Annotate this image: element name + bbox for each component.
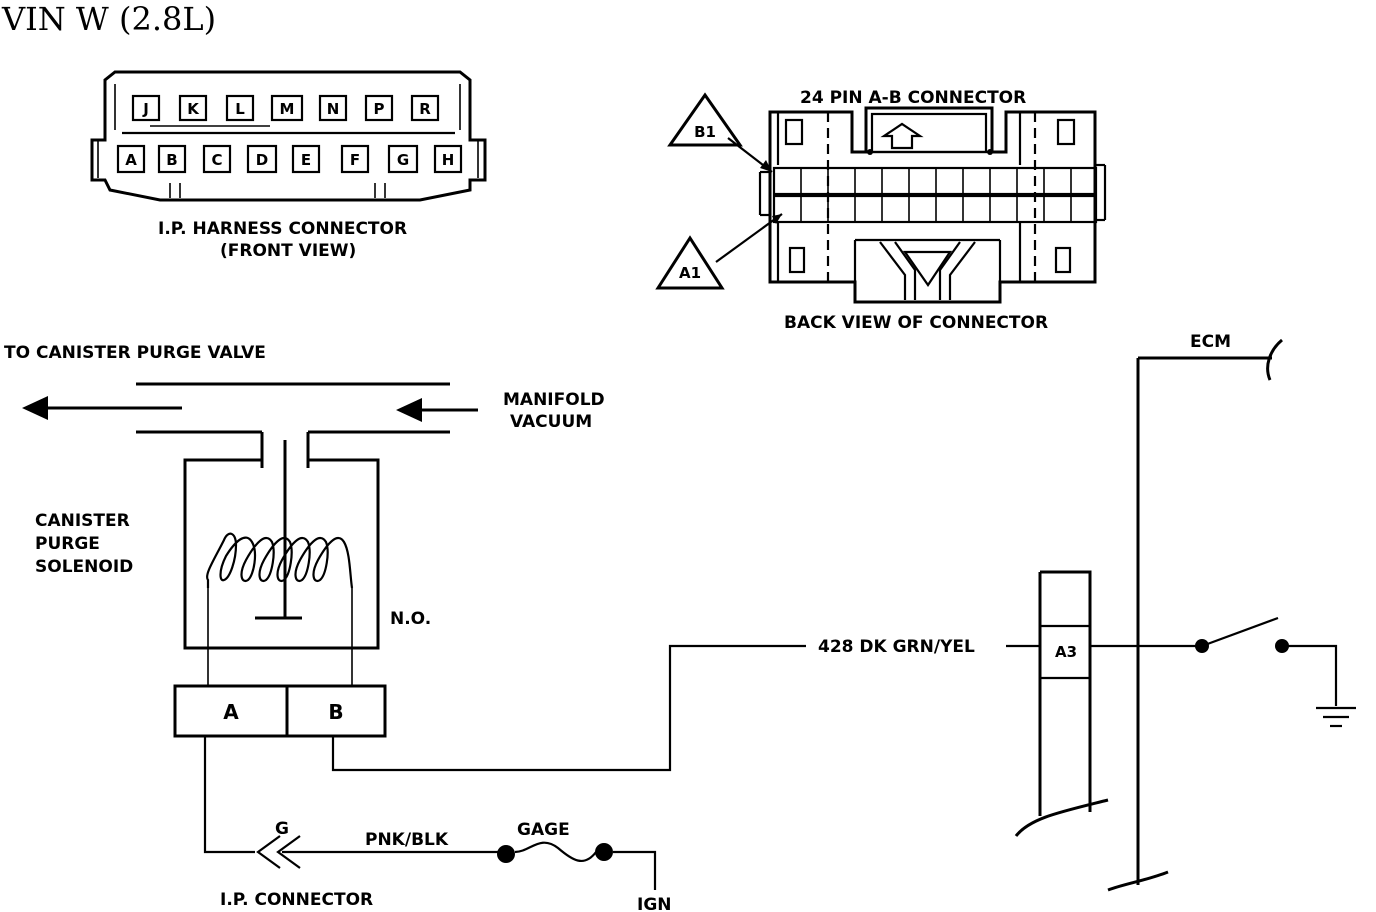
gage-label: GAGE <box>517 820 570 840</box>
marker-b1: B1 <box>667 92 773 173</box>
svg-text:P: P <box>374 100 385 118</box>
ecm-connector: A3 <box>1014 570 1109 837</box>
manifold-label: MANIFOLD <box>503 390 605 410</box>
svg-text:H: H <box>442 151 455 169</box>
diagram-title: VIN W (2.8L) <box>1 0 216 38</box>
ip-pin-m: M <box>270 94 304 122</box>
ecm-terminal-a3: A3 <box>1055 643 1077 661</box>
ip-pin-l: L <box>225 94 255 122</box>
svg-text:B1: B1 <box>694 123 716 141</box>
ab-connector: 24 PIN A-B CONNECTOR <box>655 88 1107 333</box>
svg-text:R: R <box>419 100 431 118</box>
svg-text:B: B <box>166 151 177 169</box>
ign-label: IGN <box>637 895 672 912</box>
ip-pin-n: N <box>318 94 348 122</box>
svg-text:K: K <box>187 100 200 118</box>
gage-fuse: GAGE IGN <box>497 820 672 912</box>
normally-open-label: N.O. <box>390 609 431 629</box>
wire-pnk-blk: G PNK/BLK I.P. CONNECTOR <box>203 736 500 910</box>
ip-pin-b: B <box>157 144 187 174</box>
svg-text:A1: A1 <box>679 264 701 282</box>
ip-harness-connector: J K L M N P R A B C D E F G H I.P. HARNE… <box>90 70 487 261</box>
vacuum-label: VACUUM <box>510 412 592 432</box>
pnk-blk-label: PNK/BLK <box>365 830 449 850</box>
ip-pin-d: D <box>246 144 278 174</box>
svg-text:D: D <box>256 151 268 169</box>
svg-text:A: A <box>223 700 239 724</box>
fuse-icon <box>514 841 597 863</box>
solenoid-label-3: SOLENOID <box>35 557 133 577</box>
svg-text:A: A <box>125 151 137 169</box>
ip-pin-f: F <box>340 144 370 174</box>
ip-connector-label: I.P. CONNECTOR <box>220 890 373 910</box>
solenoid-label-2: PURGE <box>35 534 100 554</box>
solenoid-label-1: CANISTER <box>35 511 130 531</box>
vacuum-flow: TO CANISTER PURGE VALVE MANIFOLD VACUUM <box>4 343 605 434</box>
svg-text:G: G <box>397 151 409 169</box>
ecm-label: ECM <box>1190 332 1231 352</box>
ip-pin-c: C <box>202 144 232 174</box>
ip-pin-j: J <box>131 94 161 122</box>
ip-pin-k: K <box>178 94 208 122</box>
svg-text:F: F <box>350 151 360 169</box>
svg-text:L: L <box>235 100 245 118</box>
canister-purge-solenoid: CANISTER PURGE SOLENOID N.O. A B <box>35 432 431 738</box>
outflow-arrow-icon <box>22 396 48 420</box>
ip-terminal-label: G <box>275 819 289 839</box>
ip-pin-h: H <box>433 144 463 174</box>
ground-icon <box>1316 706 1356 728</box>
marker-a1: A1 <box>655 213 783 290</box>
solenoid-terminal-a: A <box>173 684 289 738</box>
ip-pin-e: E <box>291 144 321 174</box>
svg-text:J: J <box>142 100 149 118</box>
ip-harness-caption: I.P. HARNESS CONNECTOR <box>158 219 407 239</box>
ecm-switch <box>1201 616 1279 648</box>
ip-pin-a: A <box>116 144 146 174</box>
solenoid-terminal-b: B <box>285 684 387 738</box>
svg-text:B: B <box>328 700 343 724</box>
inflow-arrow-icon <box>396 398 422 422</box>
ab-pin-row-b <box>772 166 1098 196</box>
svg-text:M: M <box>280 100 295 118</box>
ecm-module: ECM <box>1090 332 1356 892</box>
wire-428: 428 DK GRN/YEL <box>331 637 1040 772</box>
to-canister-label: TO CANISTER PURGE VALVE <box>4 343 266 363</box>
wire-428-label: 428 DK GRN/YEL <box>818 637 975 657</box>
ip-pin-p: P <box>364 94 394 122</box>
ip-pin-r: R <box>410 94 440 122</box>
ab-connector-caption: BACK VIEW OF CONNECTOR <box>784 313 1048 333</box>
coil-icon <box>206 532 354 589</box>
svg-text:N: N <box>327 100 340 118</box>
ip-harness-caption-view: (FRONT VIEW) <box>220 241 356 261</box>
svg-text:C: C <box>211 151 222 169</box>
svg-text:E: E <box>301 151 311 169</box>
ip-pin-g: G <box>387 144 419 174</box>
ab-connector-title: 24 PIN A-B CONNECTOR <box>800 88 1026 108</box>
ab-pin-row-a <box>772 194 1098 224</box>
